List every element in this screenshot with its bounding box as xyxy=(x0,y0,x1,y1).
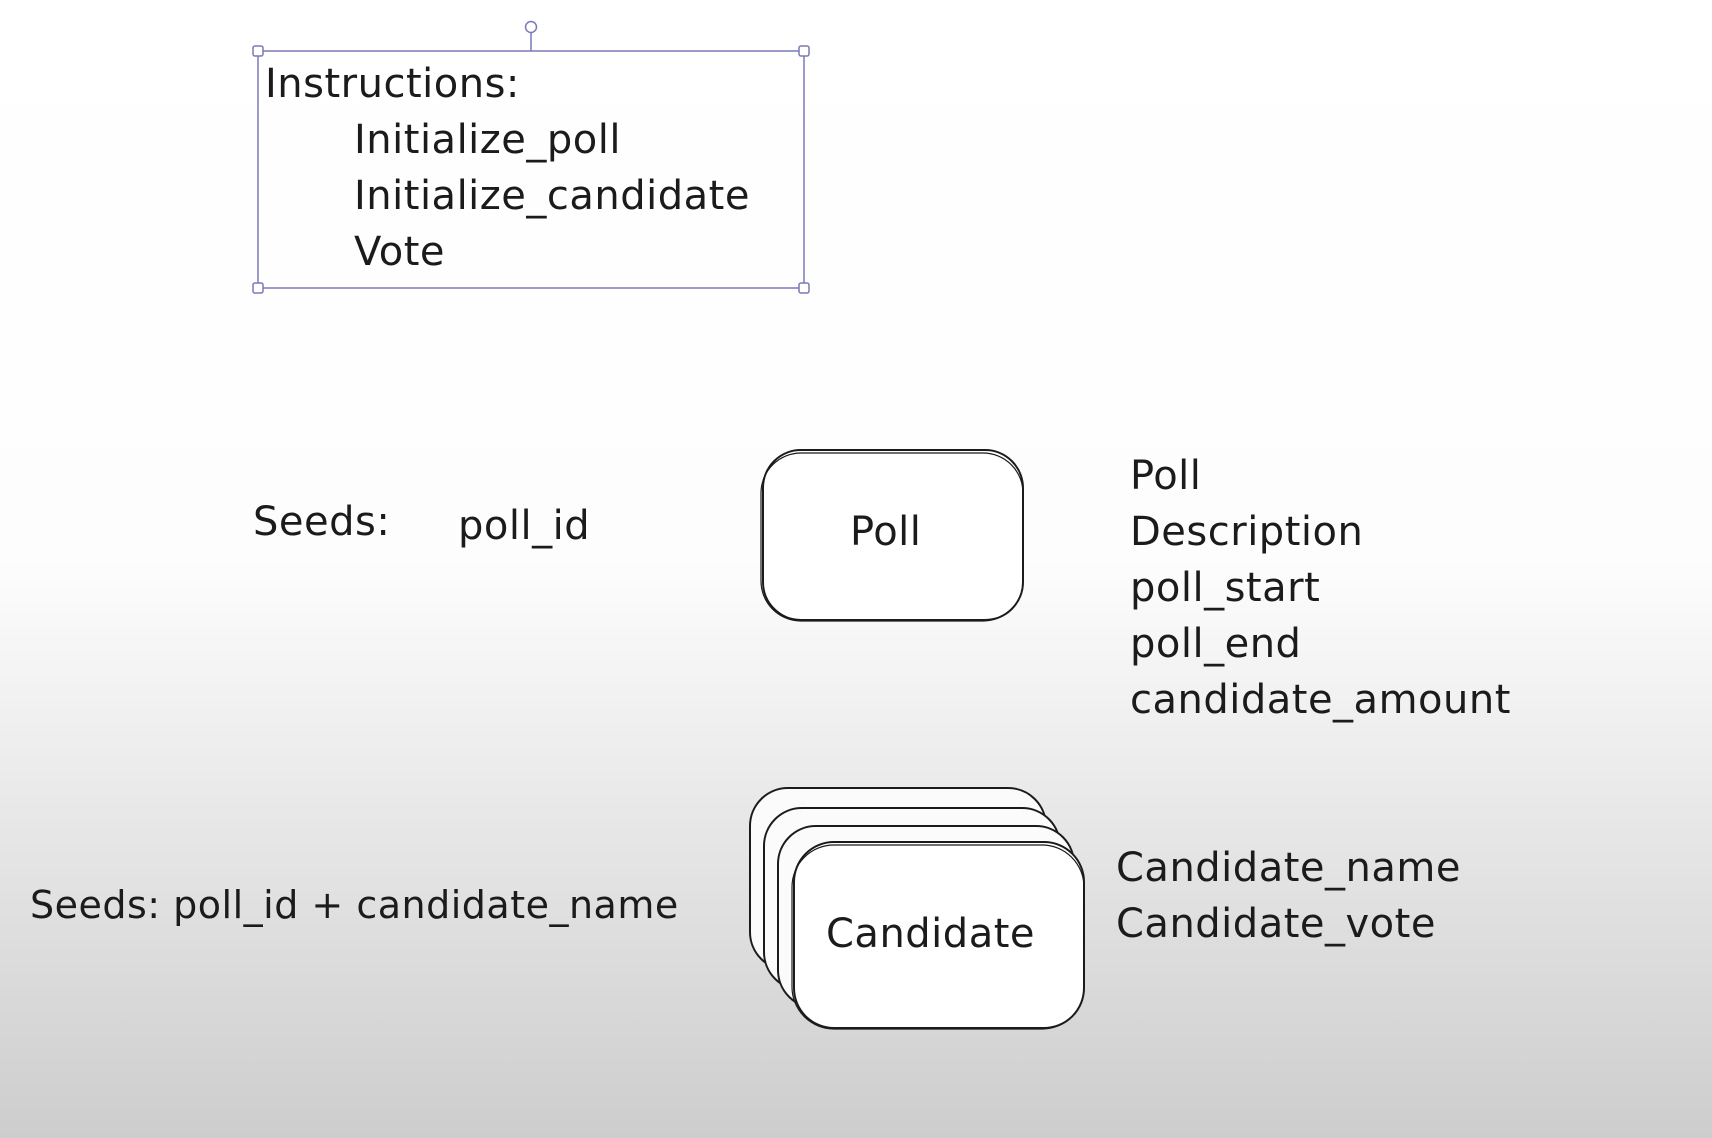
poll-node-label: Poll xyxy=(850,509,922,555)
candidate-field-vote: Candidate_vote xyxy=(1116,901,1436,947)
poll-field-poll-end: poll_end xyxy=(1130,621,1302,667)
resize-handle-top-right[interactable] xyxy=(798,45,810,57)
selection-frame[interactable] xyxy=(252,20,810,294)
poll-field-description: Description xyxy=(1130,509,1364,555)
selection-box xyxy=(257,50,805,289)
poll-field-poll-start: poll_start xyxy=(1130,565,1321,611)
candidate-field-name: Candidate_name xyxy=(1116,845,1461,891)
poll-field-candidate-amount: candidate_amount xyxy=(1130,677,1511,723)
instruction-item-initialize-poll: Initialize_poll xyxy=(354,117,621,163)
poll-seeds-value: poll_id xyxy=(458,503,591,549)
rotation-handle[interactable] xyxy=(524,20,538,34)
poll-node-shape[interactable] xyxy=(760,449,1024,622)
candidate-node-label: Candidate xyxy=(826,911,1035,957)
instructions-heading: Instructions: xyxy=(265,61,520,107)
resize-handle-top-left[interactable] xyxy=(252,45,264,57)
resize-handle-bottom-right[interactable] xyxy=(798,282,810,294)
instruction-item-initialize-candidate: Initialize_candidate xyxy=(354,173,750,219)
poll-seeds-label: Seeds: xyxy=(253,499,391,545)
candidate-node-stack[interactable] xyxy=(749,787,1085,1030)
candidate-seeds-text: Seeds: poll_id + candidate_name xyxy=(30,883,679,927)
resize-handle-bottom-left[interactable] xyxy=(252,282,264,294)
instruction-item-vote: Vote xyxy=(354,229,446,275)
poll-field-poll: Poll xyxy=(1130,453,1202,499)
